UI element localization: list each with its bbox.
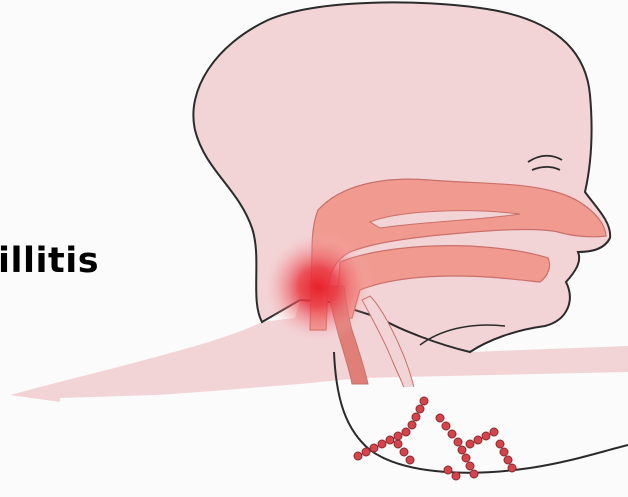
throat-inflammation-spot — [262, 231, 374, 343]
streptococcus-chain-icon — [354, 397, 516, 480]
head-profile-illustration — [193, 2, 610, 352]
condition-label: illitis — [0, 241, 99, 281]
